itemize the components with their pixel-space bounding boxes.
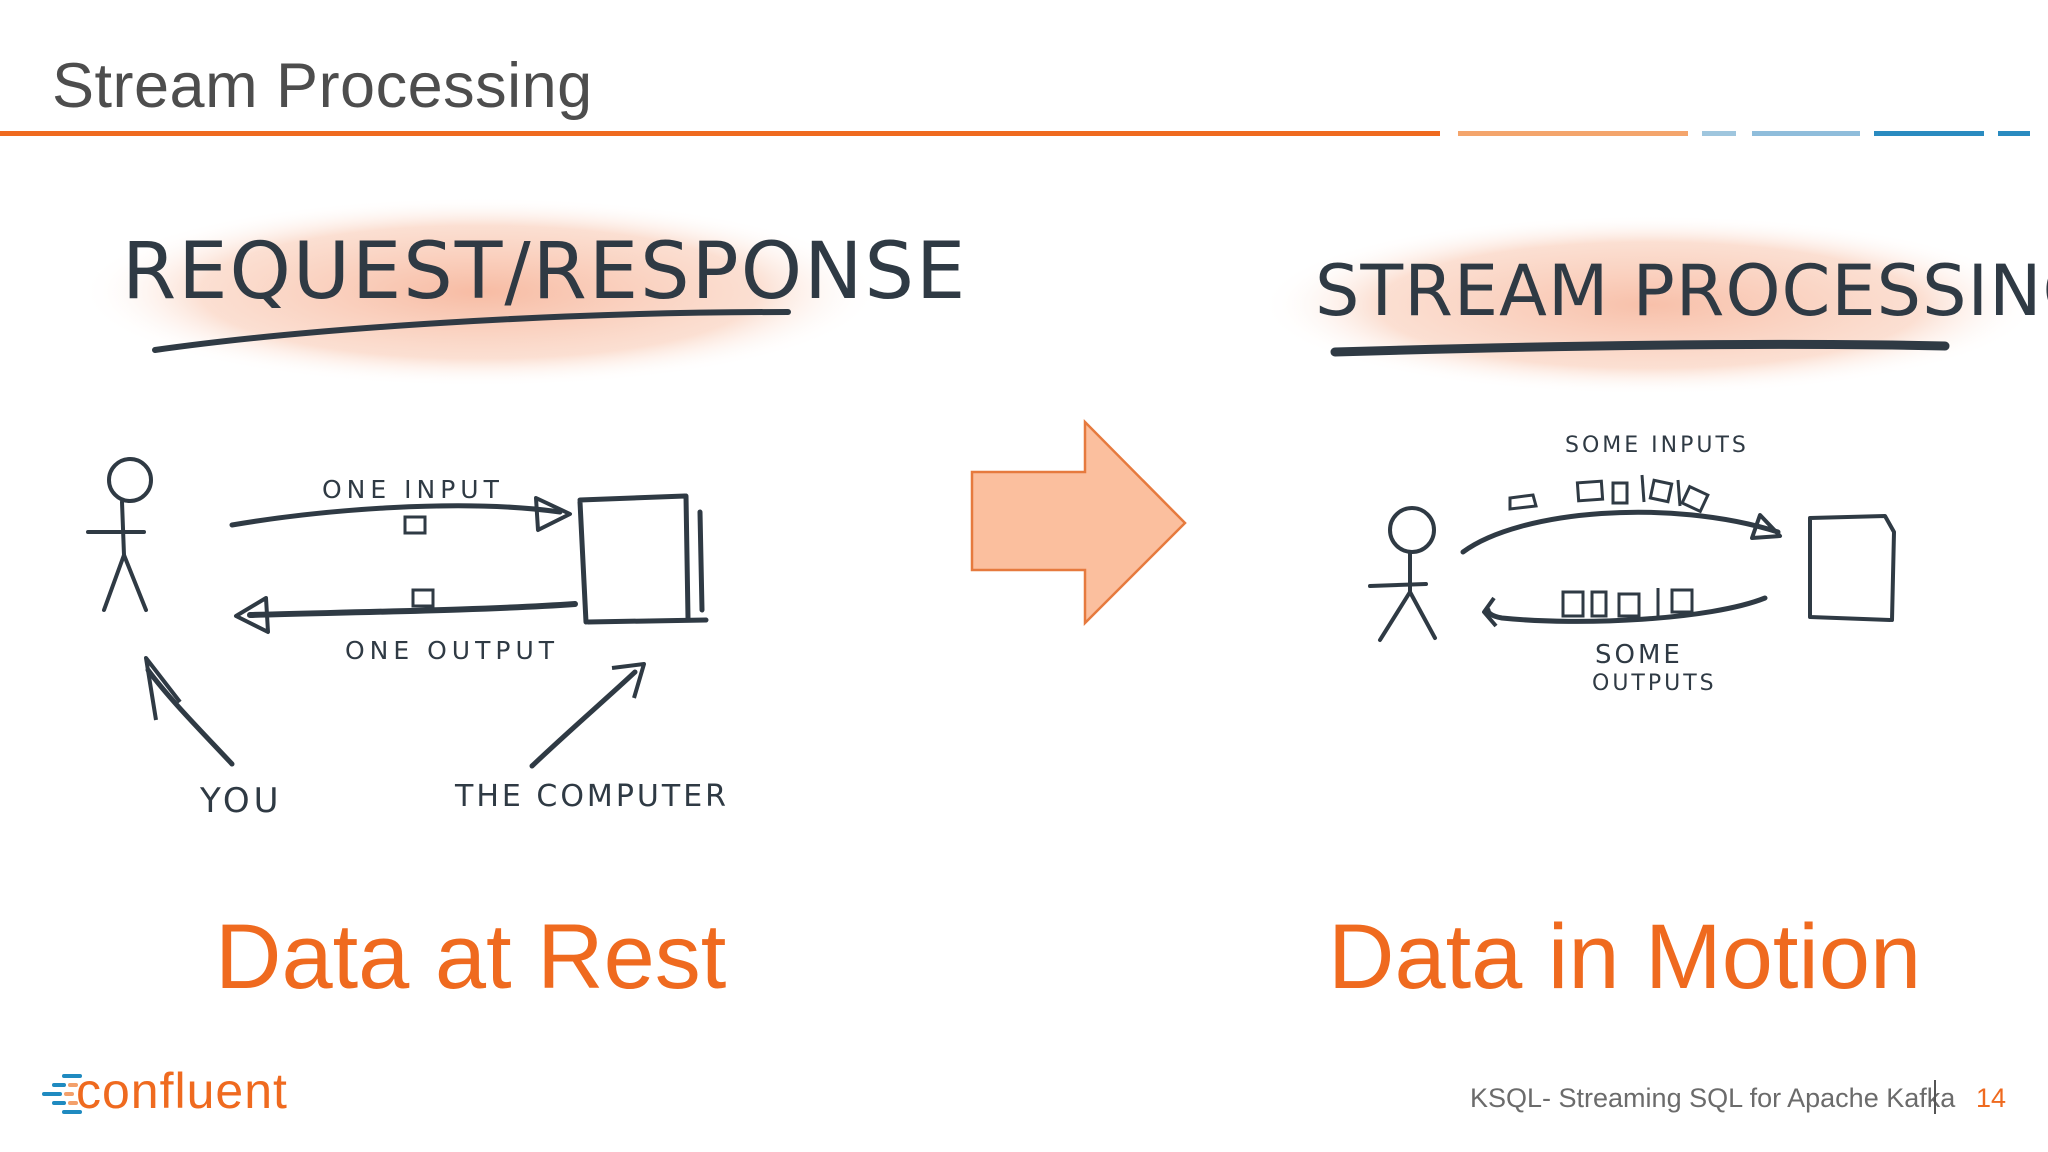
page-number: 14 bbox=[1976, 1083, 2007, 1113]
computer-pointer-arrow bbox=[529, 669, 638, 769]
person-icon-right bbox=[1368, 506, 1437, 642]
title-rule-blue-light-1 bbox=[1702, 131, 1736, 136]
inputs-arrowhead-icon bbox=[1750, 513, 1782, 540]
some-outputs-label-2: OUTPUTS bbox=[1592, 671, 1717, 696]
outputs-arrow bbox=[1485, 595, 1768, 624]
output-arrowhead-icon bbox=[234, 596, 270, 634]
you-pointer-arrow bbox=[145, 667, 235, 767]
output-arrow bbox=[247, 601, 578, 618]
title-rule-blue-light-2 bbox=[1752, 131, 1860, 136]
input-record bbox=[403, 515, 427, 535]
one-output-label: ONE OUTPUT bbox=[345, 636, 559, 665]
heading-highlight-left bbox=[80, 197, 880, 387]
title-rule-blue-end bbox=[1998, 131, 2030, 136]
heading-request-response: REQUEST/RESPONSE bbox=[122, 227, 967, 317]
caption-data-at-rest: Data at Rest bbox=[215, 906, 727, 1008]
confluent-wordmark: confluent bbox=[76, 1063, 288, 1119]
outputs-arrowhead-icon bbox=[1482, 596, 1498, 628]
computer-arrowhead-icon bbox=[611, 662, 646, 699]
some-inputs-label: SOME INPUTS bbox=[1565, 433, 1749, 458]
output-record bbox=[411, 588, 435, 608]
confluent-logo: confluent bbox=[40, 1063, 320, 1124]
footer-divider bbox=[1934, 1080, 1936, 1114]
heading-underline-right bbox=[1330, 339, 1950, 357]
you-arrowhead-icon bbox=[144, 656, 182, 721]
request-response-sketch: REQUEST/RESPONSE ONE INPUT ONE OUTPUT YO… bbox=[80, 197, 965, 821]
input-records bbox=[1508, 474, 1710, 514]
slide-title: Stream Processing bbox=[52, 51, 593, 121]
you-label: YOU bbox=[199, 781, 283, 821]
talk-title: KSQL- Streaming SQL for Apache Kafka bbox=[1470, 1083, 1956, 1113]
some-outputs-label-1: SOME bbox=[1595, 640, 1683, 670]
output-records bbox=[1561, 588, 1694, 618]
input-arrowhead-icon bbox=[534, 496, 572, 532]
inputs-arrow bbox=[1460, 509, 1781, 555]
confluent-mark-icon bbox=[42, 1074, 82, 1114]
title-rule-light-orange bbox=[1458, 131, 1688, 136]
input-arrow bbox=[229, 503, 563, 528]
computer-box-right bbox=[1808, 514, 1896, 622]
heading-underline-left bbox=[152, 309, 791, 353]
title-rule-orange bbox=[0, 131, 1440, 136]
person-icon bbox=[86, 457, 153, 612]
the-computer-label: THE COMPUTER bbox=[454, 779, 729, 814]
right-arrow-icon bbox=[970, 418, 1187, 627]
caption-data-in-motion: Data in Motion bbox=[1328, 906, 1922, 1008]
one-input-label: ONE INPUT bbox=[322, 475, 504, 504]
heading-stream-processing: STREAM PROCESSING bbox=[1315, 250, 2048, 332]
stream-processing-sketch: STREAM PROCESSING SOME INPUTS bbox=[1260, 215, 2048, 696]
title-rule-blue bbox=[1874, 131, 1984, 136]
computer-box bbox=[577, 493, 709, 625]
